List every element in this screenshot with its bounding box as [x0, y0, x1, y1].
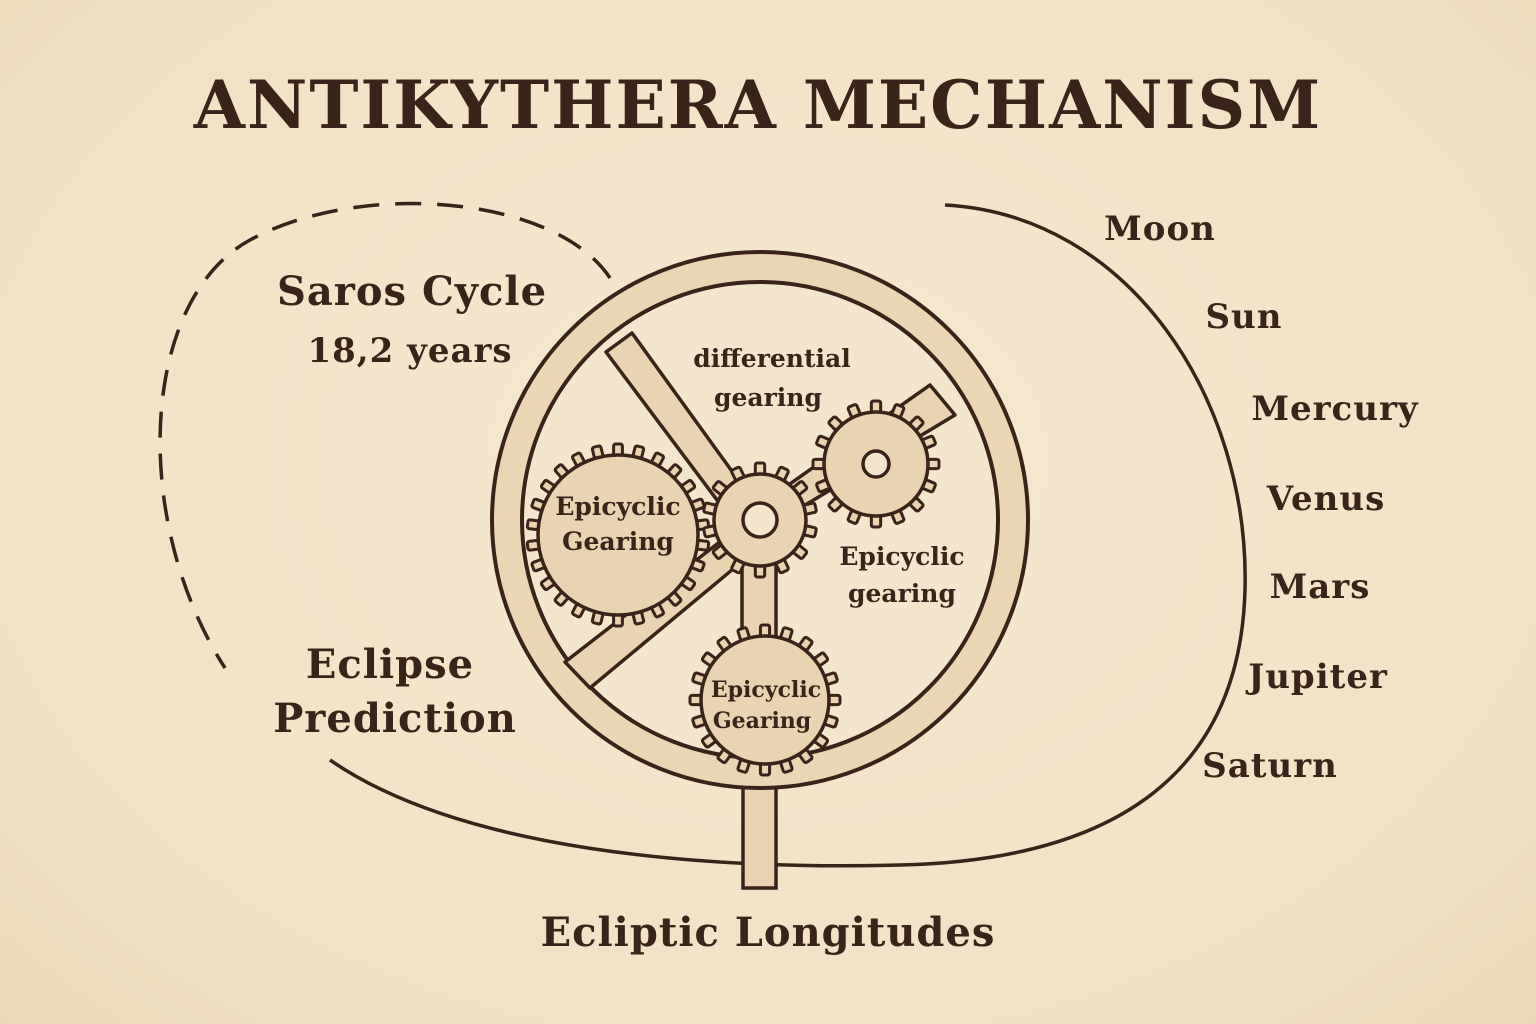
differential-gear — [811, 399, 941, 529]
epicyclic-right-label-line2: gearing — [848, 579, 956, 608]
body-venus: Venus — [1266, 479, 1385, 519]
body-mars: Mars — [1270, 567, 1371, 607]
epicyclic-left-label-line1: Epicyclic — [555, 492, 680, 521]
central-gear — [702, 461, 818, 579]
body-moon: Moon — [1104, 209, 1216, 249]
saros-dashed-arc — [158, 201, 612, 669]
eclipse-label-line1: Eclipse — [306, 641, 474, 688]
celestial-bodies-list: Moon Sun Mercury Venus Mars Jupiter Satu… — [1104, 209, 1419, 786]
ecliptic-longitudes-label: Ecliptic Longitudes — [541, 909, 996, 956]
gear-labels: differential gearing Epicyclic Gearing E… — [555, 344, 964, 734]
gear-hub — [861, 449, 891, 479]
body-mercury: Mercury — [1251, 389, 1419, 429]
gear-body — [536, 453, 700, 617]
body-jupiter: Jupiter — [1245, 657, 1388, 697]
diagram-title: ANTIKYTHERA MECHANISM — [193, 66, 1322, 144]
epicyclic-bottom-label-line2: Gearing — [713, 708, 811, 734]
eclipse-label-line2: Prediction — [273, 695, 517, 742]
saros-cycle-label: Saros Cycle — [277, 268, 547, 315]
differential-label-line1: differential — [693, 344, 850, 373]
gear-hub — [741, 501, 779, 539]
epicyclic-left-gear — [525, 442, 711, 628]
body-sun: Sun — [1206, 297, 1283, 337]
saros-duration-label: 18,2 years — [307, 331, 512, 371]
gear-body — [699, 634, 831, 766]
body-saturn: Saturn — [1202, 746, 1338, 786]
epicyclic-left-label-line2: Gearing — [562, 527, 674, 556]
epicyclic-bottom-gear — [688, 623, 842, 777]
gear-layer — [525, 399, 941, 777]
differential-label-line2: gearing — [714, 383, 822, 412]
orbit-curve — [329, 203, 1247, 868]
epicyclic-bottom-label-line1: Epicyclic — [711, 677, 821, 703]
epicyclic-right-label-line1: Epicyclic — [839, 542, 964, 571]
